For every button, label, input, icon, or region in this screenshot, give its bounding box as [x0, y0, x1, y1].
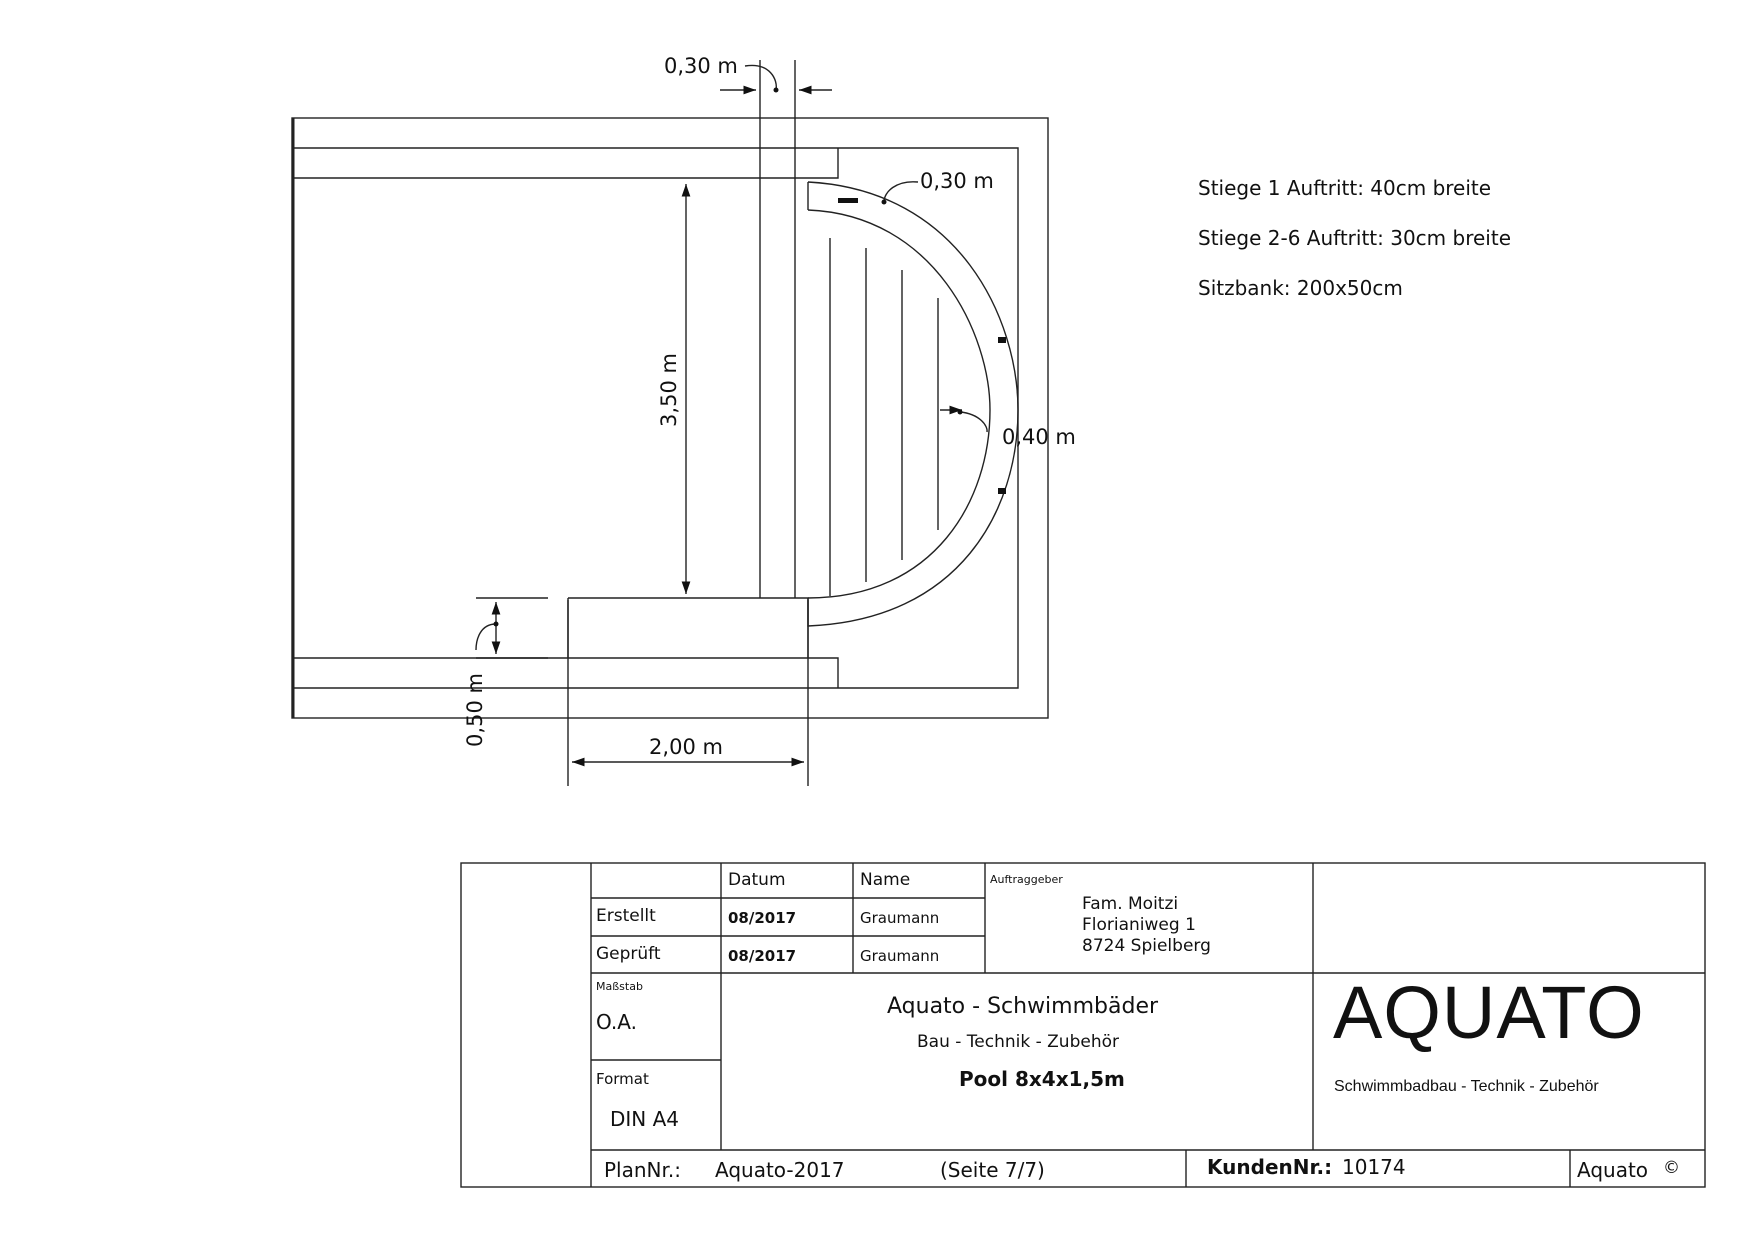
logo-tagline: Schwimmbadbau - Technik - Zubehör [1334, 1078, 1599, 1095]
bottom-wall-band [292, 657, 839, 688]
dim-step-gap: 0,30 m [920, 169, 994, 193]
pool-plan-drawing: 0,30 m 0,30 m 3,50 m 0,40 m 0,50 m 2,00 … [291, 54, 1076, 786]
format-label: Format [596, 1070, 649, 1088]
client-line-1: Fam. Moitzi [1082, 894, 1179, 914]
format-value: DIN A4 [610, 1107, 680, 1131]
client-line-3: 8724 Spielberg [1082, 936, 1211, 956]
created-date: 08/2017 [728, 909, 797, 927]
roman-steps-inner-arc [807, 209, 991, 599]
customer-number-value: 10174 [1342, 1155, 1406, 1179]
dim-bench-width: 2,00 m [649, 735, 723, 759]
client-line-2: Florianiweg 1 [1082, 915, 1196, 935]
dim-depth: 3,50 m [657, 353, 681, 427]
pool-inner-outline [292, 147, 1019, 689]
copyright-icon: © [1663, 1158, 1680, 1178]
scale-value: O.A. [596, 1010, 637, 1034]
company-title: Aquato - Schwimmbäder [887, 994, 1159, 1019]
company-subtitle: Bau - Technik - Zubehör [917, 1032, 1119, 1052]
sitting-bench [567, 597, 809, 658]
checked-label: Geprüft [596, 944, 661, 964]
title-block-grid [460, 862, 1706, 1188]
drawing-title: Pool 8x4x1,5m [959, 1067, 1125, 1091]
top-wall-band [292, 148, 839, 179]
checked-name: Graumann [860, 947, 940, 965]
aquato-logo: AQUATO [1333, 971, 1645, 1054]
plan-number-label: PlanNr.: [604, 1158, 681, 1182]
title-block: Datum Name Auftraggeber Erstellt 08/2017… [460, 862, 1706, 1188]
client-label: Auftraggeber [990, 873, 1063, 886]
dim-ring-width: 0,40 m [1002, 425, 1076, 449]
note-bench: Sitzbank: 200x50cm [1198, 276, 1403, 300]
dim-bench-depth: 0,50 m [463, 673, 487, 747]
col-name-header: Name [860, 870, 911, 890]
note-steps-2-6: Stiege 2-6 Auftritt: 30cm breite [1198, 226, 1511, 250]
checked-date: 08/2017 [728, 947, 797, 965]
created-label: Erstellt [596, 906, 656, 926]
scale-label: Maßstab [596, 980, 643, 993]
note-step-1: Stiege 1 Auftritt: 40cm breite [1198, 176, 1492, 200]
created-name: Graumann [860, 909, 940, 927]
dim-top-gap: 0,30 m [664, 54, 738, 78]
col-date-header: Datum [728, 870, 786, 890]
page-info: (Seite 7/7) [940, 1158, 1045, 1182]
copyright-name: Aquato [1577, 1158, 1649, 1182]
customer-number-label: KundenNr.: [1207, 1155, 1333, 1179]
plan-number-value: Aquato-2017 [715, 1158, 845, 1182]
roman-steps-outer-arc [807, 181, 1019, 627]
